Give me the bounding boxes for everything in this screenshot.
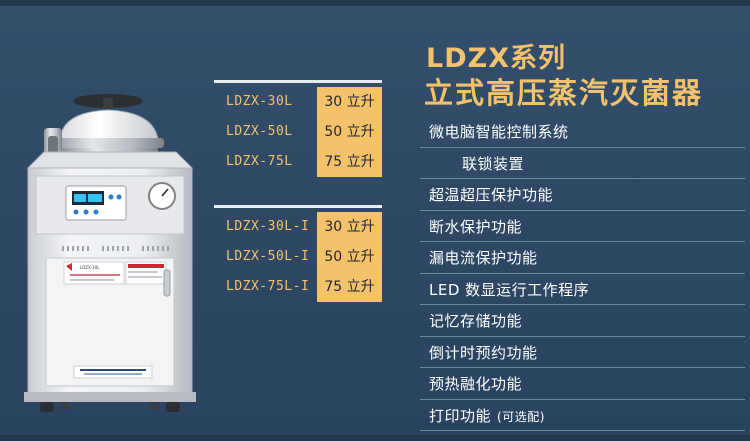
model-capacity: 30 立升	[317, 212, 382, 242]
feature-text: 漏电流保护功能	[429, 249, 538, 267]
feature-text: 断水保护功能	[429, 217, 523, 236]
model-name: LDZX-30L	[226, 94, 293, 109]
feature-item: LED 数显运行工作程序	[420, 274, 745, 305]
feature-item: 断水保护功能	[420, 211, 745, 242]
feature-item: 漏电流保护功能	[420, 242, 745, 274]
feature-item: 微电脑智能控制系统	[420, 116, 745, 148]
model-row: LDZX-50L-I 50 立升	[214, 242, 382, 272]
feature-text: 联锁装置	[462, 154, 525, 173]
feature-item: 倒计时预约功能	[420, 337, 745, 368]
model-row: LDZX-75L-I 75 立升	[214, 272, 382, 302]
feature-item: 超温超压保护功能	[420, 179, 745, 211]
autoclave-illustration: LDZX-30L	[24, 94, 196, 412]
feature-item: 预热融化功能	[420, 368, 745, 400]
feature-list: 微电脑智能控制系统 联锁装置 超温超压保护功能 断水保护功能 漏电流保护功能 L…	[420, 116, 745, 431]
model-capacity: 75 立升	[317, 272, 382, 302]
model-name: LDZX-75L	[226, 154, 293, 169]
feature-option-note: (可选配)	[497, 409, 545, 424]
model-row: LDZX-75L 75 立升	[214, 147, 382, 177]
feature-text-wrap: 打印功能 (可选配)	[429, 405, 545, 426]
model-capacity: 30 立升	[317, 87, 382, 117]
feature-item: 打印功能 (可选配)	[420, 400, 745, 431]
model-capacity: 50 立升	[317, 242, 382, 272]
model-name: LDZX-30L-I	[226, 219, 310, 234]
model-row: LDZX-30L 30 立升	[214, 87, 382, 117]
feature-text: 超温超压保护功能	[429, 186, 554, 204]
feature-text: 打印功能	[429, 406, 492, 425]
model-capacity: 75 立升	[317, 147, 382, 177]
product-title: 立式高压蒸汽灭菌器	[424, 76, 704, 110]
feature-item: 联锁装置	[420, 148, 745, 179]
model-name: LDZX-50L-I	[226, 249, 310, 264]
series-title: LDZX系列	[426, 43, 567, 74]
feature-text: 微电脑智能控制系统	[429, 123, 569, 141]
model-row: LDZX-30L-I 30 立升	[214, 212, 382, 242]
feature-item: 记忆存储功能	[420, 305, 745, 337]
feature-text: 倒计时预约功能	[429, 343, 538, 362]
model-name: LDZX-50L	[226, 124, 293, 139]
panel-model-label: LDZX-30L	[80, 265, 100, 270]
model-name: LDZX-75L-I	[226, 279, 310, 294]
model-row: LDZX-50L 50 立升	[214, 117, 382, 147]
feature-text: LED 数显运行工作程序	[429, 280, 590, 299]
model-capacity: 50 立升	[317, 117, 382, 147]
feature-text: 预热融化功能	[429, 375, 523, 393]
feature-text: 记忆存储功能	[429, 312, 523, 330]
divider	[214, 80, 382, 83]
divider	[214, 205, 382, 208]
